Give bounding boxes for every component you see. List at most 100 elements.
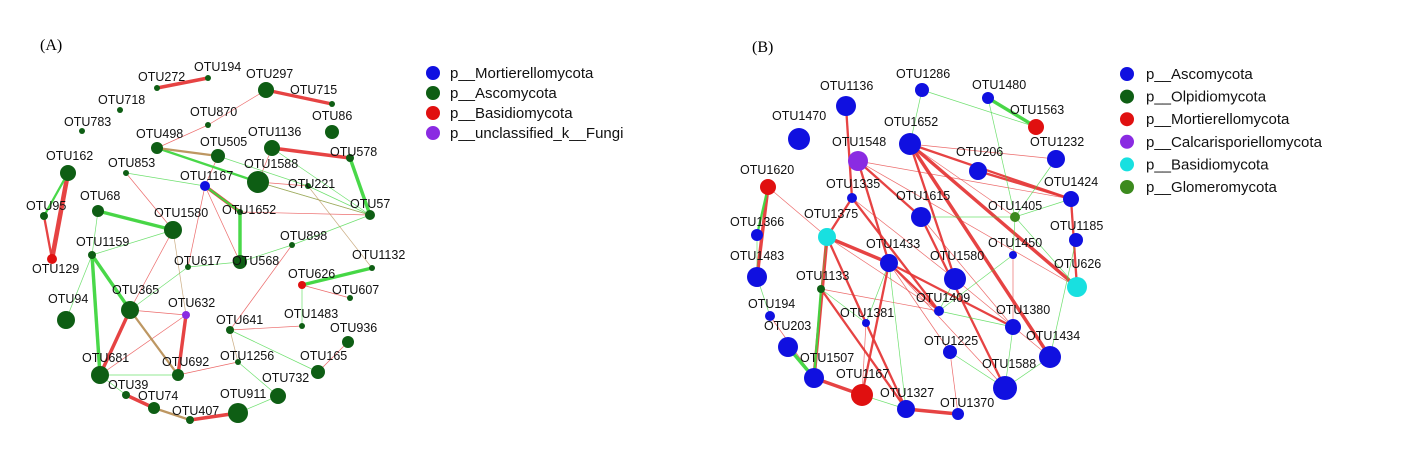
node-otu1256 [235,359,241,365]
node-otu1652 [899,133,921,155]
edge-otu1375-otu1381 [825,236,868,324]
node-label-otu936: OTU936 [330,321,377,335]
edge-otu1167-otu1652 [204,185,241,213]
legend-label-basi: p__Basidiomycota [1146,156,1269,173]
node-otu870 [205,122,211,128]
edge-otu1405-otu1450 [1012,216,1016,256]
legend-swatch-basi [426,106,440,120]
node-otu626 [298,281,306,289]
edge-otu1232-otu1405 [1014,158,1057,218]
legend-label-glom: p__Glomeromycota [1146,179,1278,196]
edge-otu1615-otu1588 [919,216,1007,389]
node-otu783 [79,128,85,134]
node-otu718 [117,107,123,113]
node-label-otu853: OTU853 [108,156,155,170]
edge-otu498-otu505 [156,146,219,158]
node-label-otu1563: OTU1563 [1010,103,1064,117]
node-label-otu297: OTU297 [246,67,293,81]
edge-otu1375-otu1433 [826,235,890,265]
node-otu1434 [1039,346,1061,368]
edge-otu221-otu57 [307,185,371,216]
edge-otu1375-otu1409 [826,236,940,312]
legend-label-asco: p__Ascomycota [1146,66,1253,83]
node-otu641 [226,326,234,334]
node-otu1232 [1047,150,1065,168]
node-label-otu1136: OTU1136 [820,79,873,93]
node-otu1588 [993,376,1017,400]
edge-otu505-otu221 [217,155,309,187]
node-label-otu221: OTU221 [288,177,335,191]
edge-otu1185-otu1434 [1049,239,1077,358]
node-label-otu626: OTU626 [1054,257,1101,271]
node-label-otu1335: OTU1335 [826,177,880,191]
edge-otu1580-otu365 [129,229,174,311]
node-otu1483 [747,267,767,287]
node-label-otu1286: OTU1286 [896,67,950,81]
edge-otu1136-otu1335 [844,105,854,199]
node-otu1225 [943,345,957,359]
edge-otu297-otu715 [265,88,333,106]
node-label-otu568: OTU568 [232,254,279,268]
node-otu1366 [751,229,763,241]
node-otu272 [154,85,160,91]
node-otu681 [91,366,109,384]
edge-otu1286-otu1563 [921,89,1037,128]
node-label-otu1615: OTU1615 [896,189,950,203]
edge-otu626-otu607 [301,284,351,299]
edge-otu853-otu1167 [125,172,206,187]
node-otu194 [205,75,211,81]
edge-otu1652-otu626 [908,142,1079,289]
node-otu1620 [760,179,776,195]
node-otu129 [47,254,57,264]
node-label-otu617: OTU617 [174,254,221,268]
edge-otu1136-otu578 [271,146,351,160]
node-label-otu1433: OTU1433 [866,237,920,251]
edge-otu617-otu568 [187,261,241,268]
node-label-otu39: OTU39 [108,378,148,392]
edge-otu162-otu129 [49,172,71,260]
node-label-otu1588: OTU1588 [244,157,298,171]
edge-otu1335-otu1580 [851,197,956,280]
edge-otu1620-otu1375 [767,186,828,238]
edge-otu1405-otu1424 [1014,198,1072,218]
node-label-otu692: OTU692 [162,355,209,369]
node-otu1450 [1009,251,1017,259]
node-label-otu74: OTU74 [138,389,178,403]
node-otu1580 [944,268,966,290]
edge-otu1133-otu1507 [812,288,823,379]
node-label-otu1159: OTU1159 [76,235,129,249]
edge-otu68-otu1580 [97,209,174,232]
node-label-otu1136: OTU1136 [248,125,301,139]
legend-swatch-calc [1120,134,1134,149]
legend-label-olpi: p__Olpidiomycota [1146,89,1267,106]
node-label-otu1580: OTU1580 [154,206,208,220]
node-otu94 [57,311,75,329]
edge-otu1548-otu1615 [857,160,922,218]
node-otu911 [228,403,248,423]
edge-otu272-otu194 [156,76,209,90]
edge-otu1159-otu365 [90,254,132,311]
edge-otu1381-otu1327 [864,322,908,410]
edge-otu568-otu898 [239,244,293,263]
node-otu1185 [1069,233,1083,247]
edge-otu641-otu1256 [229,329,239,363]
edge-otu1335-otu1409 [851,197,940,312]
node-label-otu1507: OTU1507 [800,351,854,365]
node-otu1483 [299,323,305,329]
node-label-otu95: OTU95 [26,199,66,213]
node-label-otu1232: OTU1232 [1030,135,1084,149]
node-label-otu1381: OTU1381 [840,306,894,320]
legend-swatch-asco [426,86,440,100]
node-otu617 [185,264,191,270]
edge-otu641-otu1483 [229,325,303,331]
node-otu194 [765,311,775,321]
node-otu407 [186,416,194,424]
node-label-otu607: OTU607 [332,283,379,297]
edge-otu632-otu681 [99,314,187,376]
node-label-otu1167: OTU1167 [180,169,233,183]
node-label-otu870: OTU870 [190,105,237,119]
node-label-otu1450: OTU1450 [988,236,1042,250]
panel-a-nodes [40,75,375,424]
panel-a-label: (A) [40,37,62,54]
